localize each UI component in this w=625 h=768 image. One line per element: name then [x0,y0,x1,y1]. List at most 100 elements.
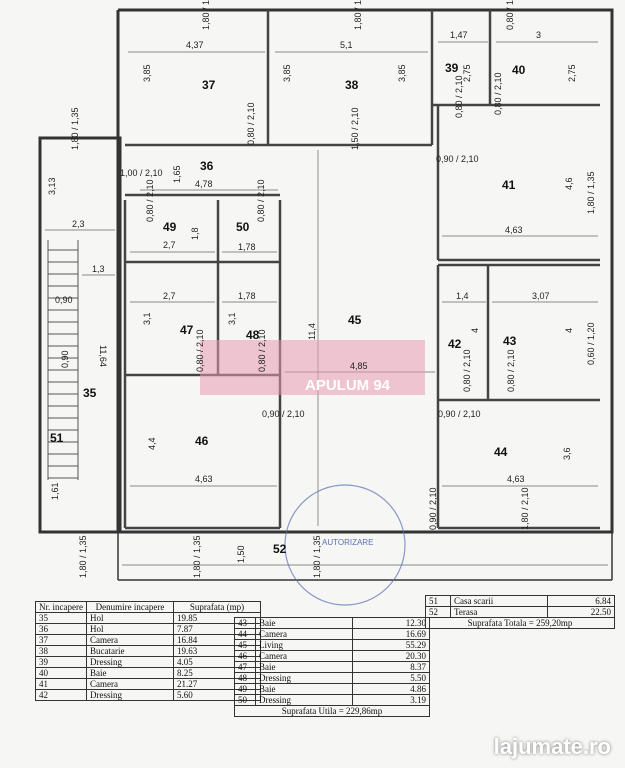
watermark-band [200,340,425,395]
dim-r39-w: 1,47 [450,30,468,40]
dim-r41-w: 4,63 [505,225,523,235]
cell-area: 6.84 [547,595,615,607]
door-43: 0,80 / 2,10 [506,349,516,392]
header-nr: Nr. incapere [35,601,87,613]
door-47: 0,80 / 2,10 [195,329,205,372]
header-area: Suprafata (mp) [173,601,261,613]
room-37: 37 [202,78,216,92]
room-52: 52 [273,542,287,556]
cell-nr: 38 [35,645,87,657]
cell-name: Dressing [86,656,174,668]
door-39: 0,80 / 2,10 [454,75,464,118]
room-38: 38 [345,78,359,92]
dim-r35-w1: 2,3 [72,219,85,229]
cell-area: 16.69 [352,628,430,640]
dim-r45-w: 4,85 [350,361,368,371]
dimension-lines [45,41,608,566]
cell-nr: 35 [35,612,87,624]
room-35: 35 [83,386,97,400]
dim-r35-h1: 3,13 [47,177,57,195]
cell-name: Camera [255,628,353,640]
room-36: 36 [200,159,214,173]
cell-nr: 50 [234,694,256,706]
cell-name: Camera [255,650,353,662]
dim-r43-h: 4 [564,328,574,333]
dim-r35-w2: 1,3 [92,264,105,274]
window-37: 1,80 / 1,35 [201,0,211,30]
cell-area: 3.19 [352,694,430,706]
dim-r38-hr: 3,85 [397,64,407,82]
dim-r49-w: 2,7 [163,240,176,250]
room-39: 39 [445,61,459,75]
door-36: 1,00 / 2,10 [120,168,163,178]
total-area: Suprafata Totala = 259,20mp [425,617,615,629]
area-table-left: Nr. incapere Denumire incapere Suprafata… [35,601,261,701]
cell-nr: 52 [425,606,451,618]
cell-name: Baie [86,667,174,679]
dim-r43-w: 3,07 [532,291,550,301]
staircase [47,240,79,480]
door-43-right: 0,60 / 1,20 [586,322,596,365]
opening-labels: 0,80 / 2,10 1,50 / 2,10 0,80 / 2,10 0,80… [55,0,596,578]
dim-r47-w: 2,7 [163,291,176,301]
cell-nr: 44 [234,628,256,640]
cell-nr: 40 [35,667,87,679]
stamp [284,484,406,606]
dim-r44-h: 3,6 [562,447,572,460]
cell-name: Dressing [86,689,174,701]
dim-r41-h: 4,6 [564,177,574,190]
room-50: 50 [236,220,250,234]
dimension-labels: 4,37 3,85 5,1 3,85 3,85 1,47 2,75 3 2,75… [47,30,577,563]
window-35: 1,80 / 1,35 [70,107,80,150]
door-41: 0,90 / 2,10 [436,154,479,164]
dim-r35-h2: 11,64 [98,345,108,367]
cell-area: 5.50 [352,672,430,684]
cell-name: Bucatarie [86,645,174,657]
cell-name: Living [255,639,353,651]
cell-nr: 45 [234,639,256,651]
dim-r49-h: 1,8 [190,227,200,240]
door-48: 0,80 / 2,10 [257,329,267,372]
dim-r40-w: 3 [536,30,541,40]
table-total-row: Suprafata Utila = 229,86mp [234,705,430,717]
cell-nr: 49 [234,683,256,695]
cell-name: Casa scarii [450,595,548,607]
door-46: 0,90 / 2,10 [262,409,305,419]
dim-bottom-150: 1,50 [236,545,246,563]
interior-walls [123,10,600,530]
window-45-bottom: 1,80 / 1,35 [312,535,322,578]
window-35-bottom: 1,80 / 1,35 [78,535,88,578]
door-38: 1,50 / 2,10 [350,107,360,150]
cell-area: 55.29 [352,639,430,651]
dim-r37-w: 4,37 [186,40,204,50]
cell-nr: 39 [35,656,87,668]
cell-nr: 46 [234,650,256,662]
window-35-side2: 0,90 [60,350,70,368]
dim-r38-w: 5,1 [340,40,353,50]
brand-watermark: lajumate.ro [493,734,611,759]
room-47: 47 [180,323,194,337]
table-header-row: Nr. incapere Denumire incapere Suprafata… [35,601,261,613]
cell-name: Dressing [255,694,353,706]
cell-name: Terasa [450,606,548,618]
door-40: 0,80 / 2,10 [493,72,503,115]
useful-area-total: Suprafata Utila = 229,86mp [234,705,430,717]
cell-nr: 47 [234,661,256,673]
cell-name: Camera [86,634,174,646]
window-35-side: 0,90 [55,295,73,305]
room-43: 43 [503,334,517,348]
